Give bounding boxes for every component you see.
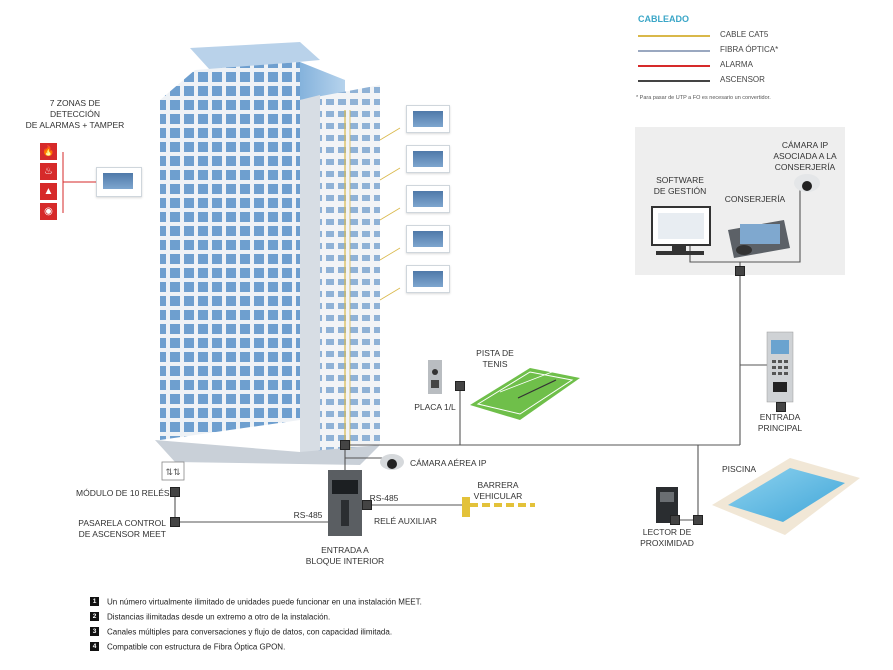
legend-row-alarm: ALARMA: [638, 60, 778, 71]
alarm-monitor: [96, 167, 142, 197]
node-main-entrance: [776, 402, 786, 412]
concierge-devices: [651, 174, 820, 258]
gas-alarm-icon: ♨: [40, 163, 57, 180]
legend-row-cat5: CABLE CAT5: [638, 30, 778, 41]
pool-label: PISCINA: [722, 464, 757, 474]
apartment-monitor: [406, 225, 450, 253]
rs485-right-label: RS-485: [369, 493, 399, 503]
water-alarm-icon: ◉: [40, 203, 57, 220]
tennis-court: [470, 368, 580, 420]
main-entrance-panel: [766, 331, 794, 403]
node-relay-module: [170, 487, 180, 497]
node-proximity: [670, 515, 680, 525]
flame-alarm-icon: ▲: [40, 183, 57, 200]
legend-row-elevator: ASCENSOR: [638, 75, 778, 86]
rs485-left-label: RS-485: [293, 510, 323, 520]
placa-panel: [428, 360, 442, 394]
apartment-monitor: [406, 185, 450, 213]
proximity-reader: [656, 487, 678, 523]
building: [155, 42, 380, 465]
apartment-monitor: [406, 145, 450, 173]
legend-row-fiber: FIBRA ÓPTICA*: [638, 45, 778, 56]
legend-title: CABLEADO: [638, 14, 689, 24]
fire-alarm-icon: 🔥: [40, 143, 57, 160]
network-lines: [174, 190, 801, 523]
aerial-camera: [380, 454, 404, 470]
relay-module-label: MÓDULO DE 10 RELÉS: [76, 488, 170, 498]
node-aux-relay: [362, 500, 372, 510]
riser-connections: [379, 127, 401, 301]
apartment-monitor: [406, 265, 450, 293]
node-building: [340, 440, 350, 450]
pool: [712, 458, 860, 535]
placa-label: PLACA 1/L: [414, 402, 456, 412]
apartment-monitor: [406, 105, 450, 133]
legend-note: * Para pasar de UTP a FO es necesario un…: [636, 95, 771, 101]
node-concierge: [735, 266, 745, 276]
aux-relay-label: RELÉ AUXILIAR: [374, 516, 437, 526]
concierge-label: CONSERJERÍA: [724, 194, 786, 204]
relay-module: ⇅⇅: [161, 461, 185, 481]
aerial-camera-label: CÁMARA AÉREA IP: [410, 458, 487, 468]
node-placa: [455, 381, 465, 391]
alarm-wiring: [62, 152, 96, 213]
interior-entrance-panel: [328, 470, 362, 536]
vehicle-barrier: [462, 497, 535, 517]
svg-text:⇅⇅: ⇅⇅: [165, 467, 180, 477]
node-gateway: [170, 517, 180, 527]
node-pool: [693, 515, 703, 525]
